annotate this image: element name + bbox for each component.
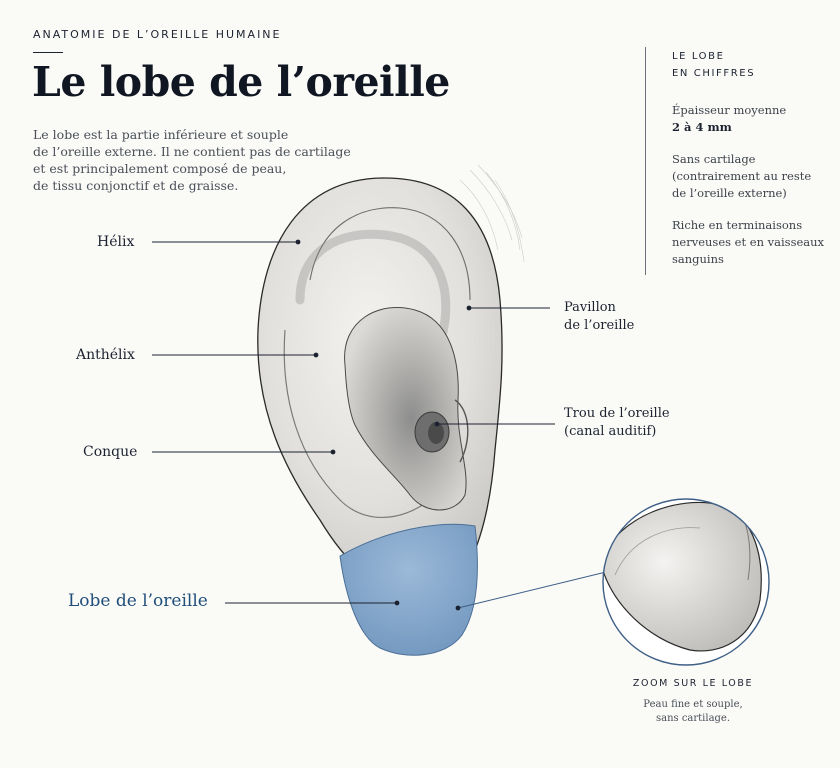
zoom-title: ZOOM SUR LE LOBE (632, 678, 754, 689)
label-pavillon: Pavillon de l’oreille (564, 299, 634, 335)
fact-nerves: Riche en terminaisons nerveuses et en va… (672, 217, 837, 268)
intro-line: et est principalement composé de peau, (33, 161, 287, 176)
label-anthelix: Anthélix (76, 347, 135, 363)
page-title: Le lobe de l’oreille (32, 58, 450, 106)
fact-text: Épaisseur moyenne (672, 103, 787, 117)
zoom-note: Peau fine et souple, sans cartilage. (608, 698, 778, 726)
label-helix: Hélix (97, 234, 135, 250)
fact-value: 2 à 4 mm (672, 120, 732, 134)
label-pavillon-line: Pavillon (564, 300, 616, 315)
sidebar-title-line: LE LOBE (672, 51, 725, 62)
intro-line: de l’oreille externe. Il ne contient pas… (33, 144, 351, 159)
fact-text: de l’oreille externe) (672, 186, 787, 200)
tragus (454, 399, 469, 463)
ear-lobe (339, 523, 478, 656)
intro-paragraph: Le lobe est la partie inférieure et soup… (33, 126, 353, 194)
leader-lines (152, 241, 607, 609)
leader-dots (295, 239, 472, 611)
label-lobe: Lobe de l’oreille (68, 591, 208, 611)
kicker-rule (33, 52, 63, 53)
hair-strokes (459, 164, 525, 263)
zoom-note-line: Peau fine et souple, (643, 699, 743, 710)
concha-bowl (344, 306, 467, 511)
label-conque: Conque (83, 444, 138, 460)
fact-text: Sans cartilage (672, 152, 756, 166)
intro-line: de tissu conjonctif et de graisse. (33, 178, 239, 193)
helix-fold (309, 207, 471, 301)
label-canal: Trou de l’oreille (canal auditif) (564, 405, 670, 441)
sidebar-divider (645, 47, 646, 275)
label-canal-line: (canal auditif) (564, 424, 657, 439)
zoom-lobe-circle (602, 498, 770, 666)
label-pavillon-line: de l’oreille (564, 318, 635, 333)
kicker: ANATOMIE DE L’OREILLE HUMAINE (33, 28, 282, 41)
fact-text: sanguins (672, 252, 724, 266)
sidebar-facts: LE LOBE EN CHIFFRES Épaisseur moyenne 2 … (672, 48, 837, 283)
fact-text: nerveuses et en vaisseaux (672, 235, 825, 249)
sidebar-title-line: EN CHIFFRES (672, 68, 756, 79)
zoom-note-line: sans cartilage. (655, 713, 731, 724)
label-canal-line: Trou de l’oreille (564, 406, 670, 421)
intro-line: Le lobe est la partie inférieure et soup… (33, 127, 289, 142)
fact-text: (contrairement au reste (672, 169, 812, 183)
sidebar-title: LE LOBE EN CHIFFRES (672, 48, 837, 82)
fact-no-cartilage: Sans cartilage (contrairement au reste d… (672, 151, 837, 202)
fact-thickness: Épaisseur moyenne 2 à 4 mm (672, 102, 837, 136)
fact-text: Riche en terminaisons (672, 218, 803, 232)
